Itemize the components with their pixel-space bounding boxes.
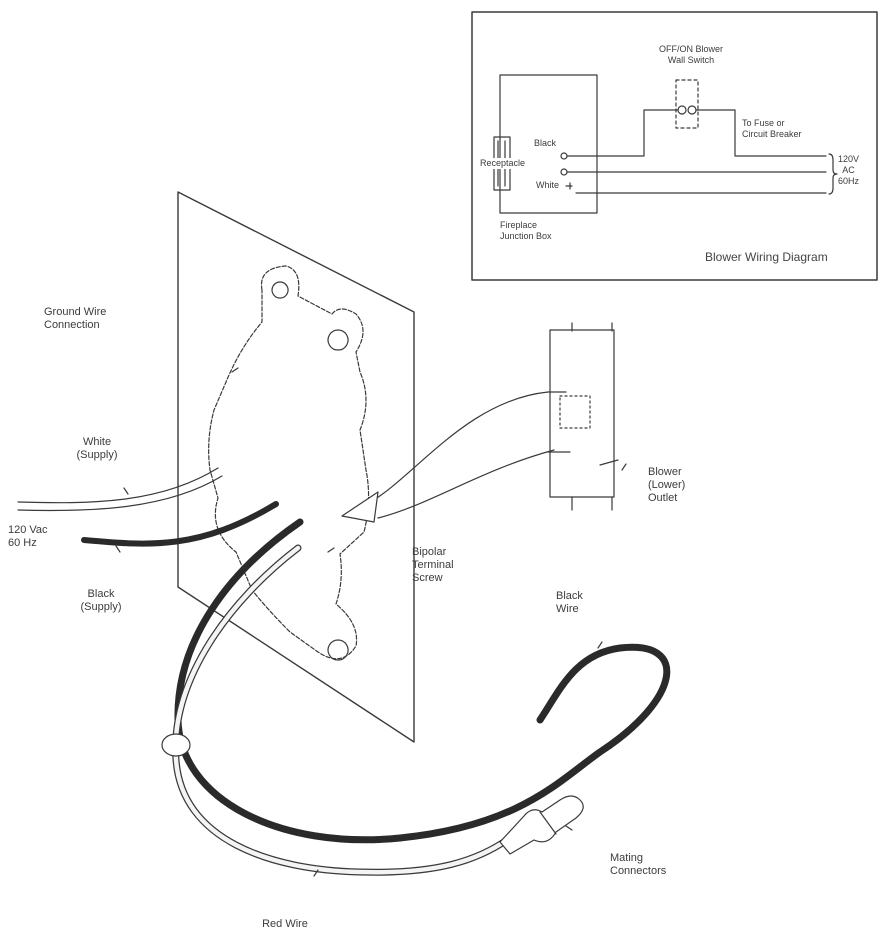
leader-tick [115, 367, 627, 877]
inset-blower-wiring-diagram [471, 11, 878, 281]
wall-switch-box [675, 79, 699, 129]
supply-label: 120V AC 60Hz [838, 154, 860, 186]
plate-screw-hole [327, 329, 349, 351]
switch-contact [687, 105, 697, 115]
white-label: White [536, 180, 560, 190]
receptacle-label: Receptacle [480, 158, 526, 169]
blower-outlet [547, 322, 619, 511]
white-terminal [560, 168, 568, 176]
plate-screw-hole [327, 639, 349, 661]
plate-screw-hole [271, 281, 289, 299]
black-line-to-switch [566, 109, 679, 157]
inset-frame [471, 11, 878, 281]
black-terminal [560, 152, 568, 160]
ground-wire-label: Ground Wire Connection [44, 306, 107, 331]
white-supply-wire [17, 467, 219, 504]
ground-terminal [565, 182, 573, 190]
black-supply-wire [81, 501, 279, 547]
voltage-label: 120 Vac 60 Hz [8, 524, 48, 549]
switch-contact [677, 105, 687, 115]
mating-connectors [499, 795, 584, 855]
cable-clip [161, 733, 191, 757]
red-wire-label: Red Wire [262, 918, 308, 930]
junction-box [499, 74, 598, 214]
black-supply-label: Black (Supply) [80, 588, 122, 613]
bipolar-screw-label: Bipolar Terminal Screw [412, 546, 454, 584]
mating-connectors-label: Mating Connectors [610, 852, 667, 877]
blower-outlet-label: Blower (Lower) Outlet [648, 466, 686, 504]
black-wire [174, 518, 671, 844]
fuse-label: To Fuse or Circuit Breaker [742, 118, 802, 139]
junction-label: Fireplace Junction Box [500, 220, 552, 241]
switch-label: OFF/ON Blower Wall Switch [658, 44, 723, 65]
black-label: Black [534, 138, 557, 148]
inset-title: Blower Wiring Diagram [705, 250, 828, 264]
wall-panel [177, 191, 415, 743]
white-supply-label: White (Supply) [76, 436, 118, 461]
arrow-head [341, 491, 379, 523]
receptacle-plate [208, 265, 370, 660]
pointer-arrow [373, 391, 549, 501]
black-wire-label: Black Wire [556, 590, 583, 615]
switch-to-fuse [695, 109, 827, 157]
supply-brace [828, 153, 838, 195]
